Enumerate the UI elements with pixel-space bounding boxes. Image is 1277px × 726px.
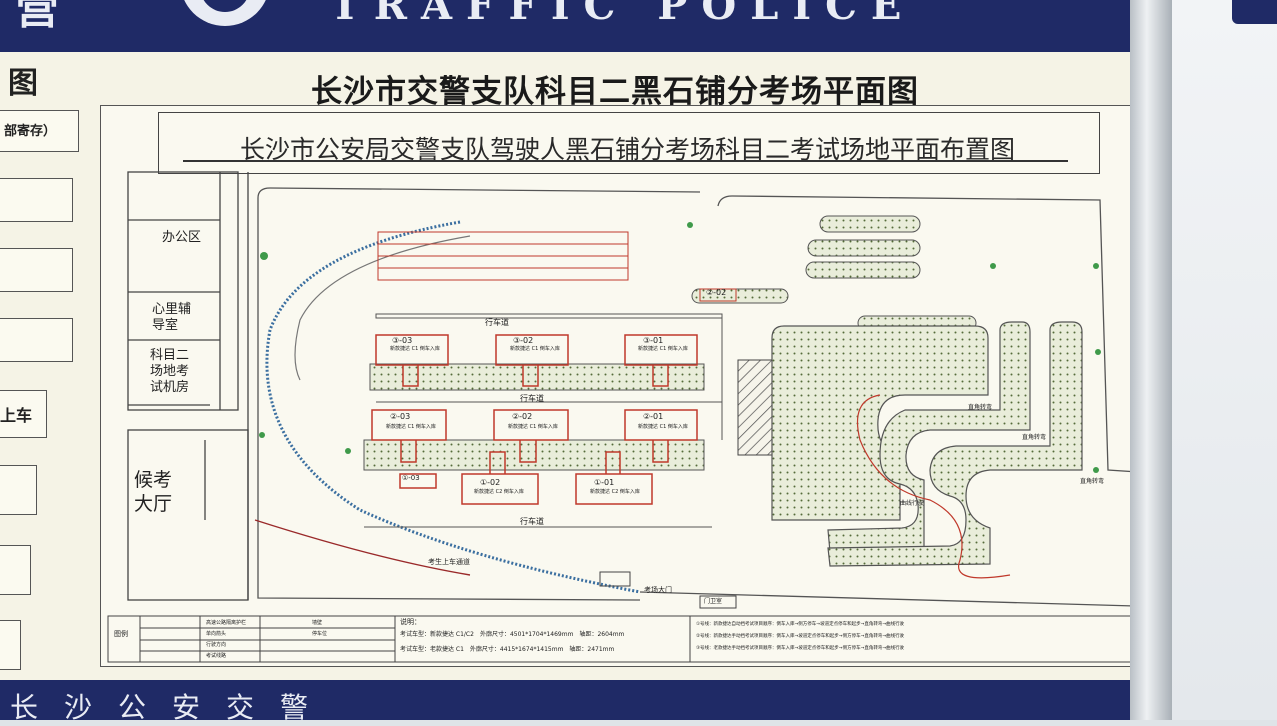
side-parking-area	[691, 215, 977, 331]
bay-note: 新款捷达 C1 倒车入库	[386, 424, 436, 430]
top-banner: 营 TRAFFIC POLICE	[0, 0, 1150, 52]
board-frame	[1130, 0, 1172, 720]
left-panel-title: 图	[8, 66, 38, 101]
walkway-line	[254, 519, 471, 576]
label-counsel-room: 心里辅 导室	[152, 302, 192, 333]
bay-label: ①-03	[402, 474, 420, 482]
bay-note: 新款捷达 C2 倒车入库	[590, 489, 640, 495]
lot-label: ②-02	[706, 288, 727, 297]
note-line: ①号线：新款捷达自动挡考试项目顺序：倒车入库→侧方停车→坡道定点停车和起步→直角…	[696, 622, 905, 627]
guard-room	[699, 595, 737, 609]
plan-subtitle: 长沙市公安局交警支队驾驶人黑石铺分考场科目二考试场地平面布置图	[239, 135, 1015, 164]
curve-edge-line	[856, 394, 1011, 579]
bay-label: ③-03	[392, 336, 413, 345]
curve-driving-area	[771, 321, 1083, 567]
wall-sign-corner	[1232, 0, 1277, 24]
legend-title: 图例	[114, 630, 128, 638]
note-line: ②号线：新款捷达手动挡考试项目顺序：倒车入库→坡道定点停车和起步→侧方停车→直角…	[696, 634, 905, 639]
legend-item: 行驶方向	[206, 642, 227, 648]
subtitle-frame	[158, 112, 1100, 174]
subtitle-underline	[183, 160, 1068, 162]
building-block	[127, 171, 249, 601]
legend-item: 高速公路隔离护栏	[206, 620, 247, 626]
left-panel-box	[0, 545, 31, 595]
label-right-angle-turn: 直角转弯	[1080, 478, 1105, 485]
bottom-banner-text: 长沙公安交警	[10, 691, 335, 724]
left-panel-item: 上车	[0, 406, 33, 425]
wall	[1172, 0, 1277, 720]
label-walkway: 考生上车通道	[428, 558, 470, 566]
left-panel-box	[0, 620, 21, 670]
left-panel-box	[0, 465, 37, 515]
left-panel-box	[0, 248, 73, 292]
left-panel-box	[0, 178, 73, 222]
label-lane-mid: 行车道	[520, 394, 544, 403]
notes-title: 说明：	[400, 618, 421, 626]
inner-curve	[294, 235, 471, 381]
bay-note: 新款捷达 C2 倒车入库	[474, 489, 524, 495]
label-machine-room: 科目二 场地考 试机房	[150, 348, 190, 395]
lane-lines	[364, 313, 723, 528]
bay-label: ①-01	[594, 478, 615, 487]
note-line: ③号线：老款捷达手动挡考试项目顺序：倒车入库→坡道定点停车和起步→侧方停车→直角…	[696, 646, 905, 651]
legend-item: 墙壁	[312, 620, 323, 626]
label-lane-top: 行车道	[485, 318, 509, 327]
bay-note: 新款捷达 C1 倒车入库	[390, 346, 440, 352]
legend-item: 停车位	[312, 631, 328, 637]
bay-label: ③-01	[643, 336, 664, 345]
bay-label: ①-02	[480, 478, 501, 487]
bay-label: ②-03	[390, 412, 411, 421]
site-boundary	[257, 187, 1139, 607]
bay-label: ②-02	[512, 412, 533, 421]
bay-label: ②-01	[643, 412, 664, 421]
label-waiting-hall: 候考 大厅	[134, 469, 173, 515]
banner-left-fragment: 营	[15, 0, 59, 34]
bay-note: 新款捷达 C1 倒车入库	[510, 346, 560, 352]
label-guard-room: 门卫室	[704, 598, 723, 605]
parking-bays	[371, 334, 698, 505]
ramp-lanes	[377, 231, 629, 281]
left-panel-box	[0, 390, 47, 438]
bottom-banner: 长沙公安交警	[0, 680, 1200, 724]
banner-english-title: TRAFFIC POLICE	[330, 0, 916, 29]
note-line: 考试车型：新款捷达 C1/C2 外廓尺寸：4501*1704*1469mm 轴距…	[400, 631, 625, 638]
left-panel-item: 部寄存）	[4, 124, 57, 139]
label-lane-bottom: 行车道	[520, 517, 544, 526]
label-right-angle-turn: 直角转弯	[968, 404, 993, 411]
main-gate	[599, 571, 631, 587]
hatched-building	[737, 359, 775, 456]
label-gate: 考场大门	[644, 586, 672, 594]
left-panel-box	[0, 318, 73, 362]
board-title: 长沙市交警支队科目二黑石铺分考场平面图	[311, 74, 919, 110]
label-office: 办公区	[162, 230, 202, 245]
tree-markers	[259, 222, 1101, 473]
label-curve-driving: 曲线行驶	[900, 500, 925, 507]
bay-note: 新款捷达 C1 倒车入库	[638, 346, 688, 352]
legend-item: 考试线路	[206, 653, 227, 659]
bay-note: 新款捷达 C1 倒车入库	[508, 424, 558, 430]
legend-item: 单向箭头	[206, 631, 227, 637]
label-right-angle-turn: 直角转弯	[1022, 434, 1047, 441]
bay-note: 新款捷达 C1 倒车入库	[638, 424, 688, 430]
left-panel-box	[0, 110, 79, 152]
note-line: 考试车型：老款捷达 C1 外廓尺寸：4415*1674*1415mm 轴距：24…	[400, 646, 615, 653]
entrance-curve	[265, 220, 641, 594]
bay-label: ③-02	[513, 336, 534, 345]
